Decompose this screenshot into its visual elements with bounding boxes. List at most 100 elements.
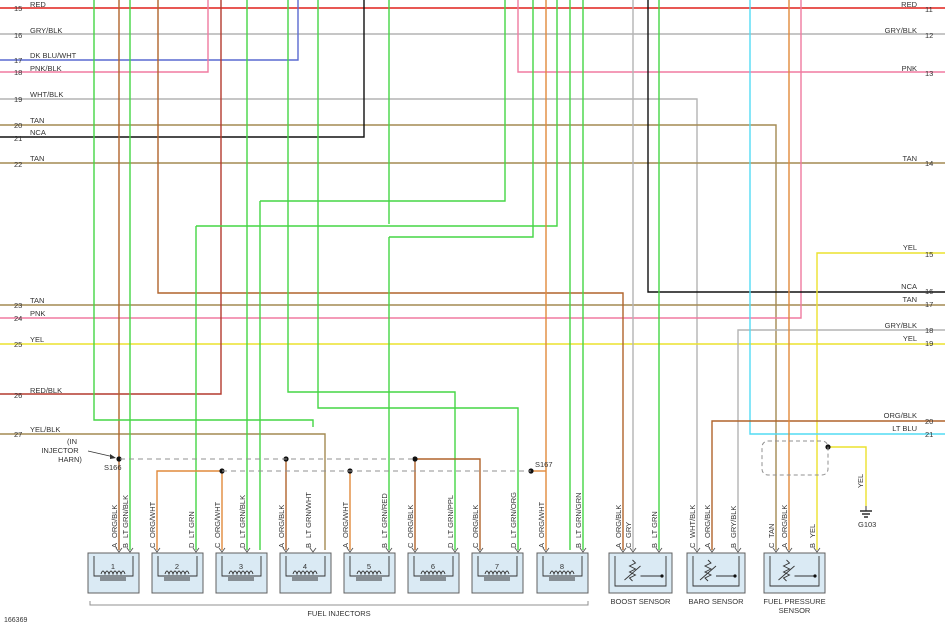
- left-wire-22: TAN: [30, 154, 44, 163]
- potentiometer-icon: [703, 559, 713, 582]
- pin-connector-icon: [192, 547, 200, 553]
- injector-number: 1: [111, 562, 115, 571]
- pin-wire-label: LT GRN: [650, 511, 659, 538]
- injector-coil-frame: [542, 556, 583, 577]
- left-num-27: 27: [14, 430, 22, 439]
- left-wire-26: RED/BLK: [30, 386, 62, 395]
- pin-connector-icon: [385, 547, 393, 553]
- right-num-12: 12: [925, 31, 933, 40]
- pin-letter: C: [624, 542, 633, 548]
- injectors-group-label: FUEL INJECTORS: [307, 609, 370, 618]
- pin-wire-label: YEL: [808, 524, 817, 538]
- injector-number: 7: [495, 562, 499, 571]
- sensor-circuit-frame: [769, 556, 820, 587]
- injector-number: 6: [431, 562, 435, 571]
- shield-bracket: [761, 440, 829, 476]
- pin-wire-label: ORG/BLK: [471, 505, 480, 538]
- wiper-arrow-icon: [699, 565, 717, 581]
- pin-connector-icon: [785, 547, 793, 553]
- injectors-bracket: [89, 601, 589, 606]
- right-wire-19: YEL: [903, 334, 917, 343]
- left-num-23: 23: [14, 301, 22, 310]
- right-num-19: 19: [925, 339, 933, 348]
- pin-connector-icon: [708, 547, 716, 553]
- in-harness-line-3: HARN): [58, 455, 82, 464]
- sensor-body: [686, 552, 746, 594]
- wire-nca-16: [647, 0, 945, 293]
- sensor-node-dot: [733, 574, 737, 578]
- pin-letter: D: [509, 542, 518, 548]
- right-num-18: 18: [925, 326, 933, 335]
- coil-icon: [420, 570, 446, 576]
- wire-org-blk-20: [711, 420, 945, 550]
- left-num-21: 21: [14, 134, 22, 143]
- left-wire-15: RED: [30, 0, 46, 9]
- pin-letter: D: [238, 542, 247, 548]
- pin-wire-label: GRY: [624, 522, 633, 538]
- right-wire-21: LT BLU: [892, 424, 917, 433]
- wire-nca-21: [0, 0, 365, 138]
- pin-letter: A: [110, 543, 119, 548]
- injector-coil-frame: [93, 556, 134, 577]
- right-wire-20: ORG/BLK: [884, 411, 917, 420]
- ground-label: G103: [858, 520, 876, 529]
- injector-coil-frame: [157, 556, 198, 577]
- pin-letter: A: [277, 543, 286, 548]
- wire-pnk-24: [0, 0, 802, 319]
- left-num-15: 15: [14, 4, 22, 13]
- pin-connector-icon: [514, 547, 522, 553]
- right-wire-11: RED: [901, 0, 917, 9]
- pin-wire-label: LT GRN/GRN: [574, 492, 583, 538]
- splice-s166-label: S166: [104, 463, 122, 472]
- left-connector-labels: 15 RED 16 GRY/BLK 17 DK BLU/WHT 18 PNK/B…: [14, 0, 77, 439]
- injector-coil-frame: [221, 556, 262, 577]
- wire-pnk-13: [517, 0, 945, 73]
- pin-letter: C: [406, 542, 415, 548]
- pin-connector-icon: [655, 547, 663, 553]
- pin-letter: B: [380, 543, 389, 548]
- coil-icon: [228, 570, 254, 576]
- pin-connector-icon: [476, 547, 484, 553]
- wiper-arrow-icon: [624, 565, 641, 581]
- wire-org-wht-inj2: [156, 470, 222, 550]
- injector-number: 3: [239, 562, 243, 571]
- pin-connector-icon: [346, 547, 354, 553]
- pin-letter: D: [187, 542, 196, 548]
- pin-wire-label: ORG/WHT: [341, 501, 350, 538]
- pin-wire-label: ORG/BLK: [780, 505, 789, 538]
- wire-pnk-blk: [0, 0, 209, 73]
- pin-wire-label: TAN: [767, 524, 776, 538]
- sensor-body: [763, 552, 826, 594]
- right-wire-12: GRY/BLK: [885, 26, 917, 35]
- sensor-circuit-frame: [692, 556, 740, 587]
- left-wire-25: YEL: [30, 335, 44, 344]
- left-num-17: 17: [14, 56, 22, 65]
- pin-letter: B: [121, 543, 130, 548]
- coil-icon: [549, 570, 575, 576]
- right-wire-15: YEL: [903, 243, 917, 252]
- coil-icon: [100, 570, 126, 576]
- pin-wire-label: ORG/WHT: [148, 501, 157, 538]
- wire-tan-20: [0, 124, 777, 550]
- pin-wire-label: ORG/WHT: [537, 501, 546, 538]
- pin-letter: A: [780, 543, 789, 548]
- pin-wire-label: ORG/BLK: [277, 505, 286, 538]
- pin-letter: B: [304, 543, 313, 548]
- pin-connector-icon: [629, 547, 637, 553]
- splice-pointer-arrow: [87, 450, 115, 458]
- pin-connector-icon: [542, 547, 550, 553]
- pin-wire-label: LT GRN/BLK: [121, 495, 130, 538]
- right-num-14: 14: [925, 159, 933, 168]
- coil-icon: [484, 570, 510, 576]
- wire-lt-blu-21: [749, 0, 945, 435]
- right-num-17: 17: [925, 300, 933, 309]
- sensor-node-dot: [660, 574, 664, 578]
- coil-icon: [356, 570, 382, 576]
